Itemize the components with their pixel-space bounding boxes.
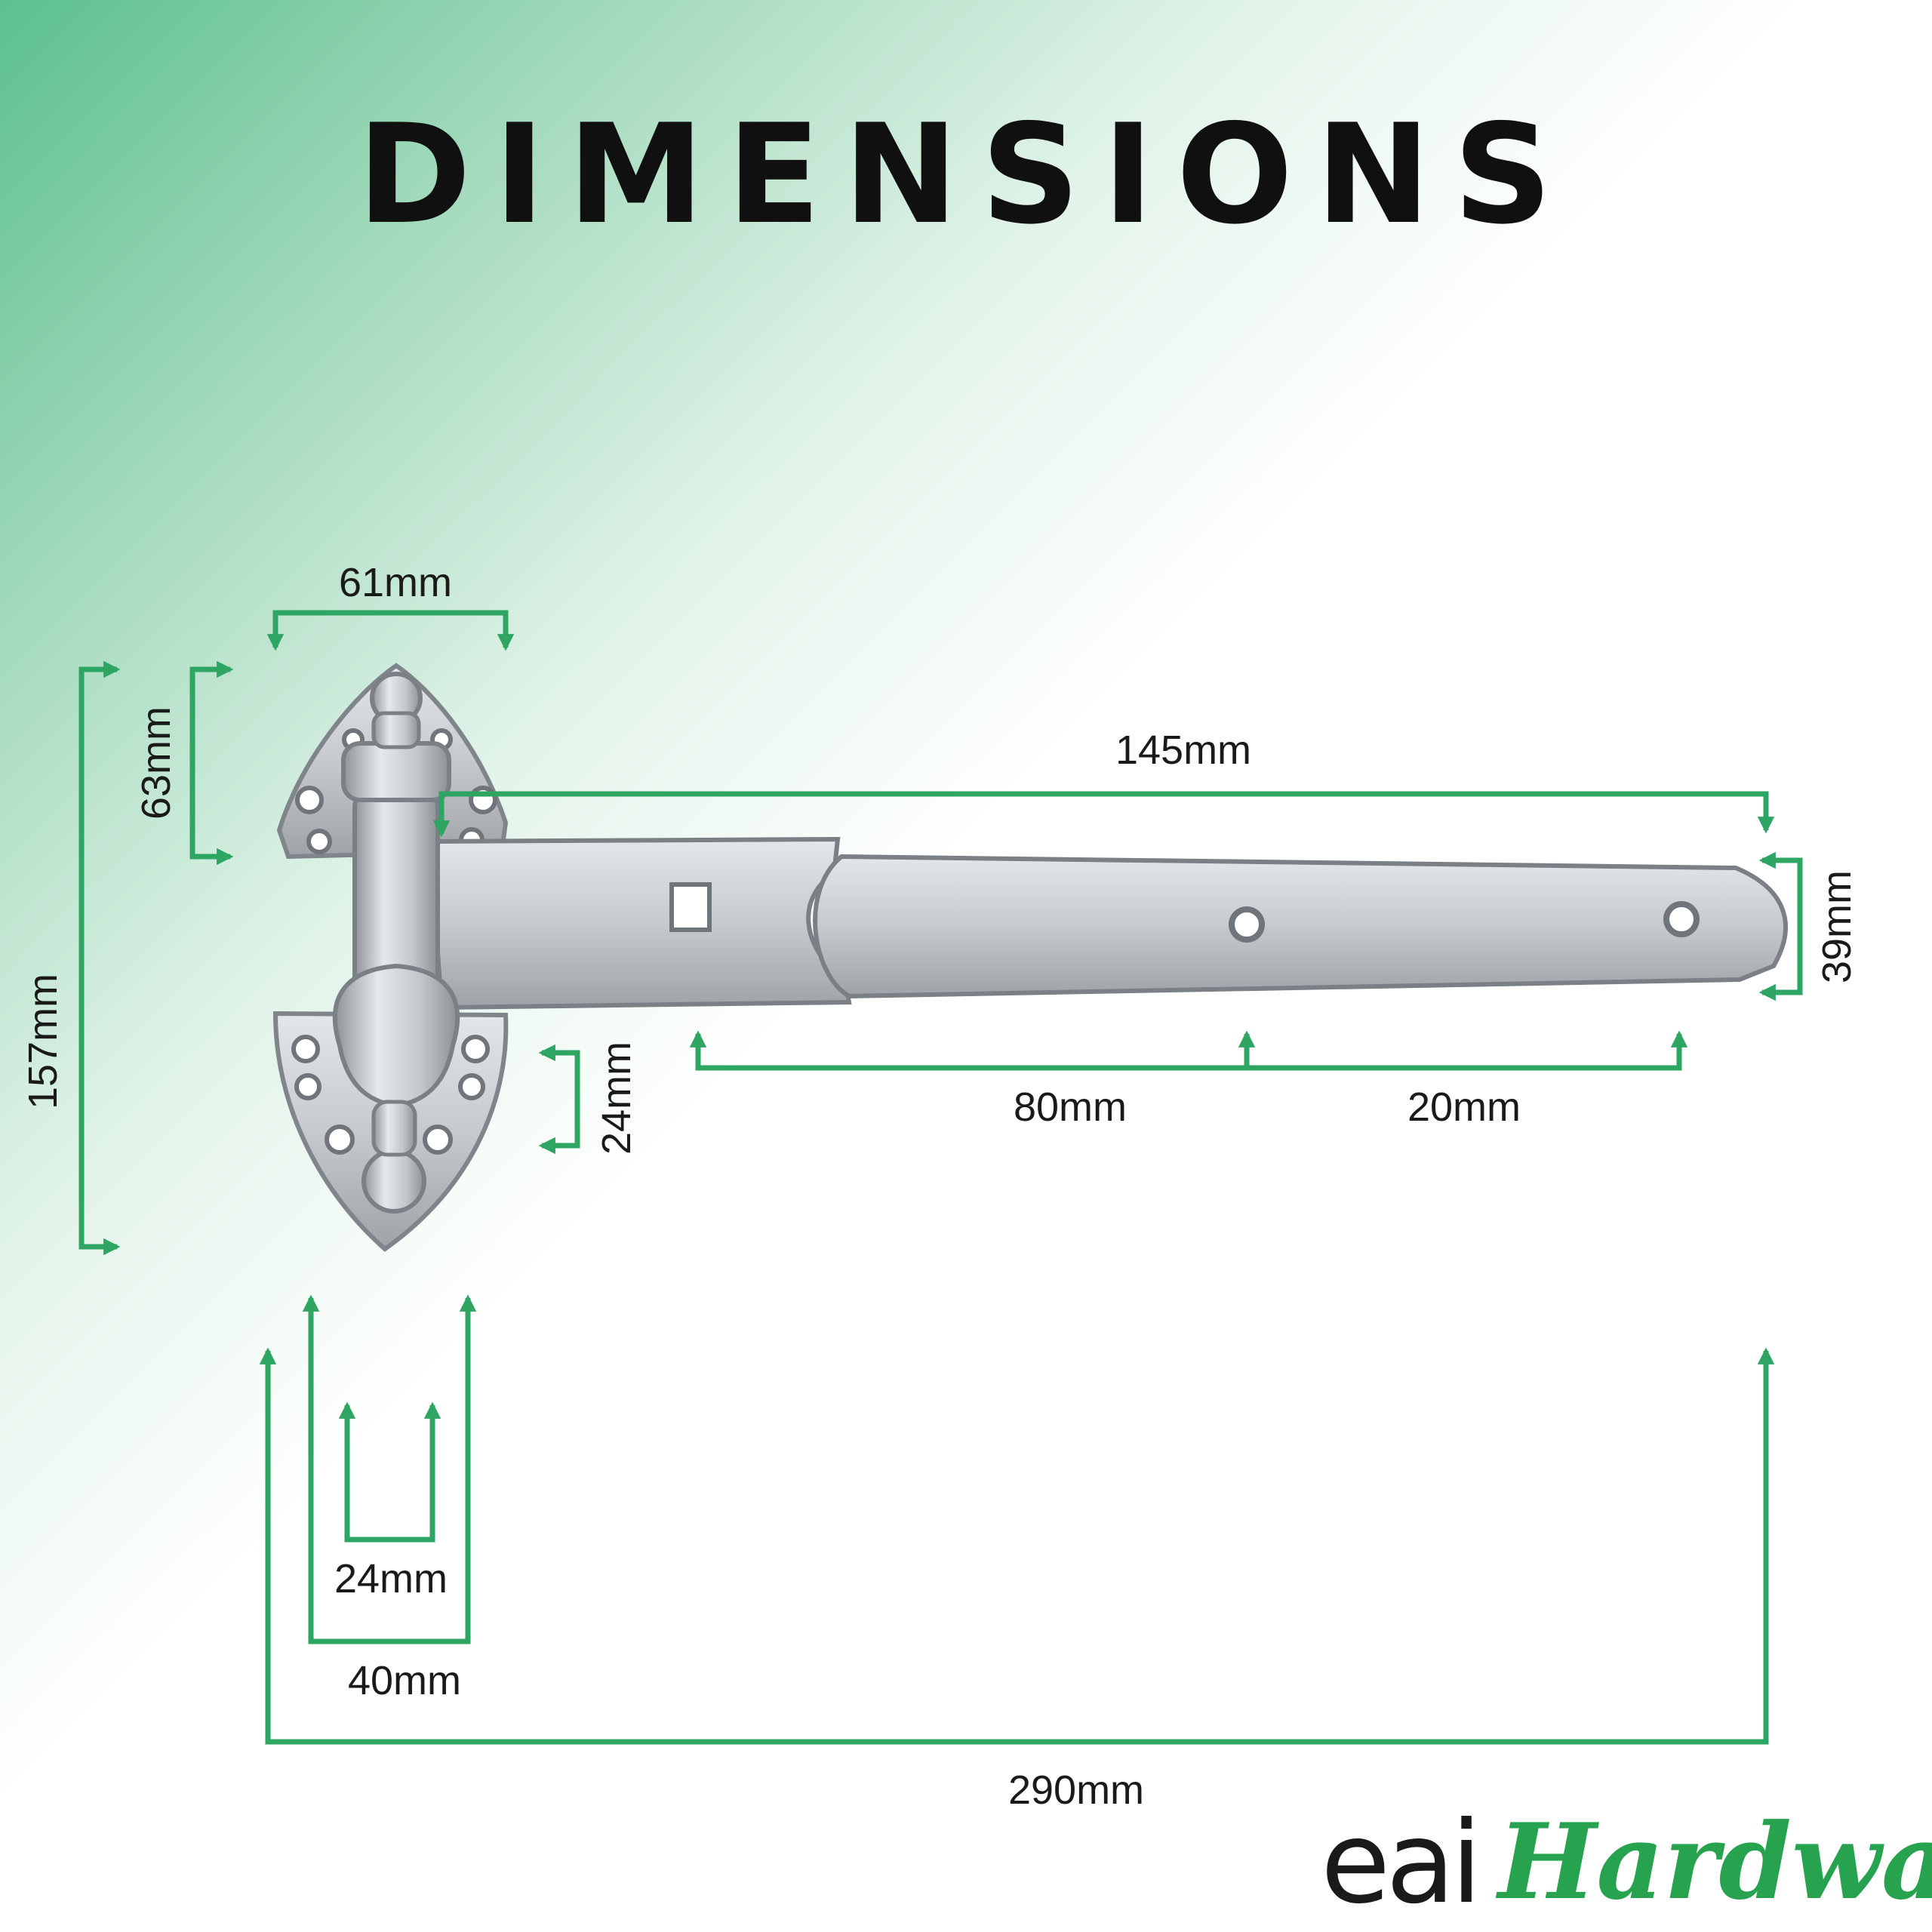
- dimension-labels: 61mm 63mm 157mm 24mm 145mm 39mm 80mm 20m…: [20, 560, 1860, 1813]
- label-outer-width: 40mm: [348, 1658, 461, 1703]
- label-top-plate-height: 63mm: [134, 706, 179, 820]
- dim-top-plate-height: [189, 660, 234, 866]
- strap-hole-1: [1229, 906, 1265, 943]
- bottom-finial: [361, 1149, 426, 1214]
- dimension-lines: [78, 610, 1803, 1745]
- brand-name: Hardware: [1495, 1800, 1932, 1923]
- dim-overall-length: [259, 1347, 1775, 1745]
- dim-hole-spacing: [689, 1030, 1688, 1071]
- label-hole-spacing-1: 80mm: [1014, 1084, 1127, 1130]
- brand-prefix: eai: [1321, 1798, 1478, 1929]
- strap-long-section: [813, 854, 1788, 999]
- square-hole: [669, 882, 712, 932]
- dim-strap-length: [432, 791, 1775, 838]
- strap-wide-section: [427, 836, 852, 1011]
- page-title: DIMENSIONS: [357, 94, 1575, 254]
- label-top-plate-width: 61mm: [339, 560, 452, 605]
- label-overall-length: 290mm: [1008, 1767, 1144, 1813]
- dim-outer-width: [302, 1294, 477, 1644]
- dim-strap-width: [1758, 851, 1803, 1001]
- strap-hole-2: [1663, 901, 1700, 937]
- label-strap-length: 145mm: [1115, 728, 1251, 773]
- hinge-illustration: [272, 663, 1788, 1252]
- dim-total-height: [78, 660, 121, 1256]
- label-bottom-plate-height: 24mm: [594, 1041, 639, 1155]
- label-inner-width: 24mm: [334, 1556, 448, 1601]
- label-strap-width: 39mm: [1814, 870, 1860, 983]
- brand-logo: eai Hardware: [1321, 1798, 1932, 1929]
- label-hole-spacing-2: 20mm: [1407, 1084, 1521, 1130]
- dim-inner-width: [338, 1401, 441, 1543]
- label-total-height: 157mm: [20, 974, 66, 1109]
- dim-bottom-plate-height: [538, 1044, 580, 1155]
- dim-top-plate-width: [266, 610, 515, 651]
